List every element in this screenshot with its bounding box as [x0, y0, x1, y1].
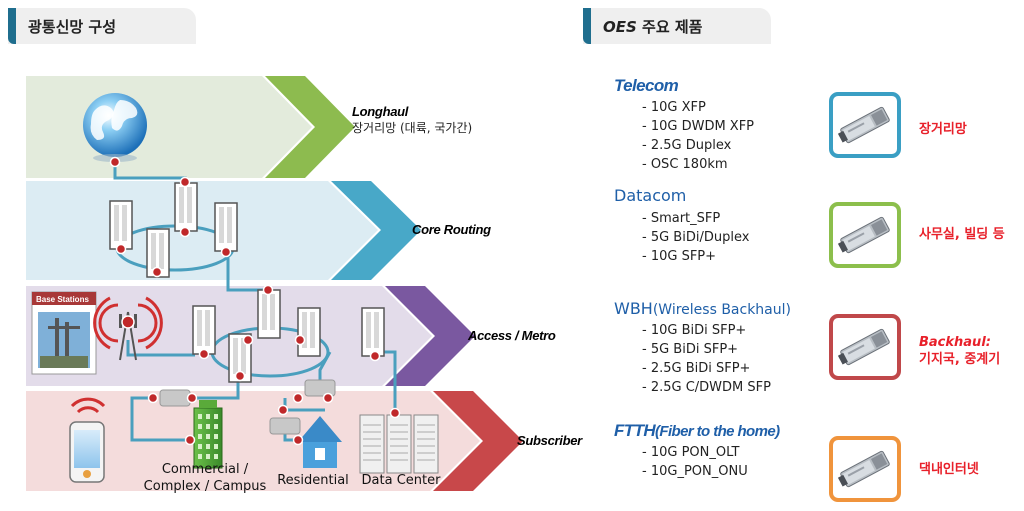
base-stations-label: Base Stations: [36, 295, 89, 304]
sfp-module-icon: [837, 216, 890, 254]
label-commercial-line1: Commercial /: [161, 462, 249, 477]
band-access-metro-arrow: [385, 286, 475, 386]
house-icon: [298, 416, 342, 468]
band-core-routing-arrow: [331, 181, 421, 280]
category-ftth: FTTH(Fiber to the home) 10G PON_OLT 10G_…: [614, 421, 780, 481]
list-item: 2.5G BiDi SFP+: [642, 359, 791, 378]
list-item: 10G XFP: [642, 98, 754, 117]
router-icon: [109, 182, 238, 278]
band-label-core-routing: Core Routing: [412, 222, 491, 237]
list-item: 10G SFP+: [642, 247, 749, 266]
sfp-module-icon: [837, 106, 890, 144]
server-icon: [359, 414, 439, 474]
category-items: 10G XFP 10G DWDM XFP 2.5G Duplex OSC 180…: [642, 98, 754, 174]
base-station-panel: [31, 291, 97, 375]
globe-icon: [83, 93, 147, 162]
header-title-rest: 주요 제품: [636, 17, 703, 36]
band-core-routing: [26, 181, 378, 280]
splitter-box: [159, 379, 336, 435]
right-header-title: OES 주요 제품: [603, 16, 702, 37]
list-item: 10G_PON_ONU: [642, 462, 779, 481]
category-title: Telecom: [614, 76, 679, 95]
category-paren: (Fiber to the home): [655, 423, 780, 440]
category-wbh: WBH(Wireless Backhaul) 10G BiDi SFP+ 5G …: [614, 299, 791, 397]
tag-telecom: 장거리망: [919, 122, 967, 137]
building-icon: [193, 400, 223, 469]
list-item: 10G BiDi SFP+: [642, 321, 791, 340]
header-marker: [8, 8, 16, 44]
connection-nodes: [109, 156, 401, 446]
band-label-longhaul: Longhaul: [352, 104, 409, 119]
category-items: 10G BiDi SFP+ 5G BiDi SFP+ 2.5G BiDi SFP…: [642, 321, 791, 397]
list-item: 10G DWDM XFP: [642, 117, 754, 136]
sfp-module-icon: [837, 450, 890, 488]
brand-name: OES: [603, 17, 637, 36]
list-item: OSC 180km: [642, 155, 754, 174]
label-residential: Residential: [277, 473, 349, 488]
band-label-subscriber: Subscriber: [517, 433, 582, 448]
category-name: FTTH: [614, 421, 656, 440]
band-longhaul-arrow: [265, 76, 355, 178]
tag-wbh-line2: 기지국, 중계기: [919, 352, 1001, 367]
label-commercial: Commercial / Complex / Campus: [140, 461, 270, 495]
category-name: WBH: [614, 299, 653, 318]
category-title: Datacom: [614, 186, 687, 205]
band-label-longhaul-block: Longhaul 장거리망 (대륙, 국가간): [352, 104, 472, 136]
list-item: 5G BiDi/Duplex: [642, 228, 750, 247]
category-items: 10G PON_OLT 10G_PON_ONU: [642, 443, 779, 481]
label-datacenter: Data Center: [361, 473, 441, 488]
category-telecom: Telecom 10G XFP 10G DWDM XFP 2.5G Duplex…: [614, 76, 754, 174]
band-subscriber-arrow: [433, 391, 523, 491]
header-marker: [583, 8, 591, 44]
tag-ftth: 댁내인터넷: [919, 462, 979, 477]
router-icon: [192, 289, 385, 383]
product-image-wbh: [829, 314, 901, 380]
list-item: 5G BiDi SFP+: [642, 340, 791, 359]
label-commercial-line2: Complex / Campus: [143, 479, 267, 494]
network-diagram: Base Stations: [26, 76, 523, 491]
right-header-tab: OES 주요 제품: [583, 8, 771, 44]
list-item: 10G PON_OLT: [642, 443, 779, 462]
product-image-datacom: [829, 202, 901, 268]
category-title: FTTH(Fiber to the home): [614, 421, 780, 441]
smartphone-icon: [69, 397, 106, 483]
list-item: 2.5G Duplex: [642, 136, 754, 155]
left-header-tab: 광통신망 구성: [8, 8, 196, 44]
category-items: Smart_SFP 5G BiDi/Duplex 10G SFP+: [642, 209, 750, 266]
product-image-ftth: [829, 436, 901, 502]
list-item: 2.5G C/DWDM SFP: [642, 378, 791, 397]
band-label-access-metro: Access / Metro: [468, 328, 556, 343]
product-image-telecom: [829, 92, 901, 158]
left-header-title: 광통신망 구성: [28, 17, 117, 36]
category-title: WBH(Wireless Backhaul): [614, 299, 791, 318]
tag-wbh: Backhaul: 기지국, 중계기: [919, 334, 1000, 368]
tag-wbh-line1: Backhaul:: [919, 335, 991, 350]
cell-tower-icon: [93, 296, 163, 361]
list-item: Smart_SFP: [642, 209, 749, 228]
band-sub-longhaul: 장거리망 (대륙, 국가간): [352, 121, 473, 135]
category-paren: (Wireless Backhaul): [652, 302, 791, 318]
tag-datacom: 사무실, 빌딩 등: [919, 227, 1005, 242]
category-datacom: Datacom Smart_SFP 5G BiDi/Duplex 10G SFP…: [614, 186, 749, 266]
band-longhaul: [26, 76, 312, 178]
sfp-module-icon: [837, 328, 890, 366]
